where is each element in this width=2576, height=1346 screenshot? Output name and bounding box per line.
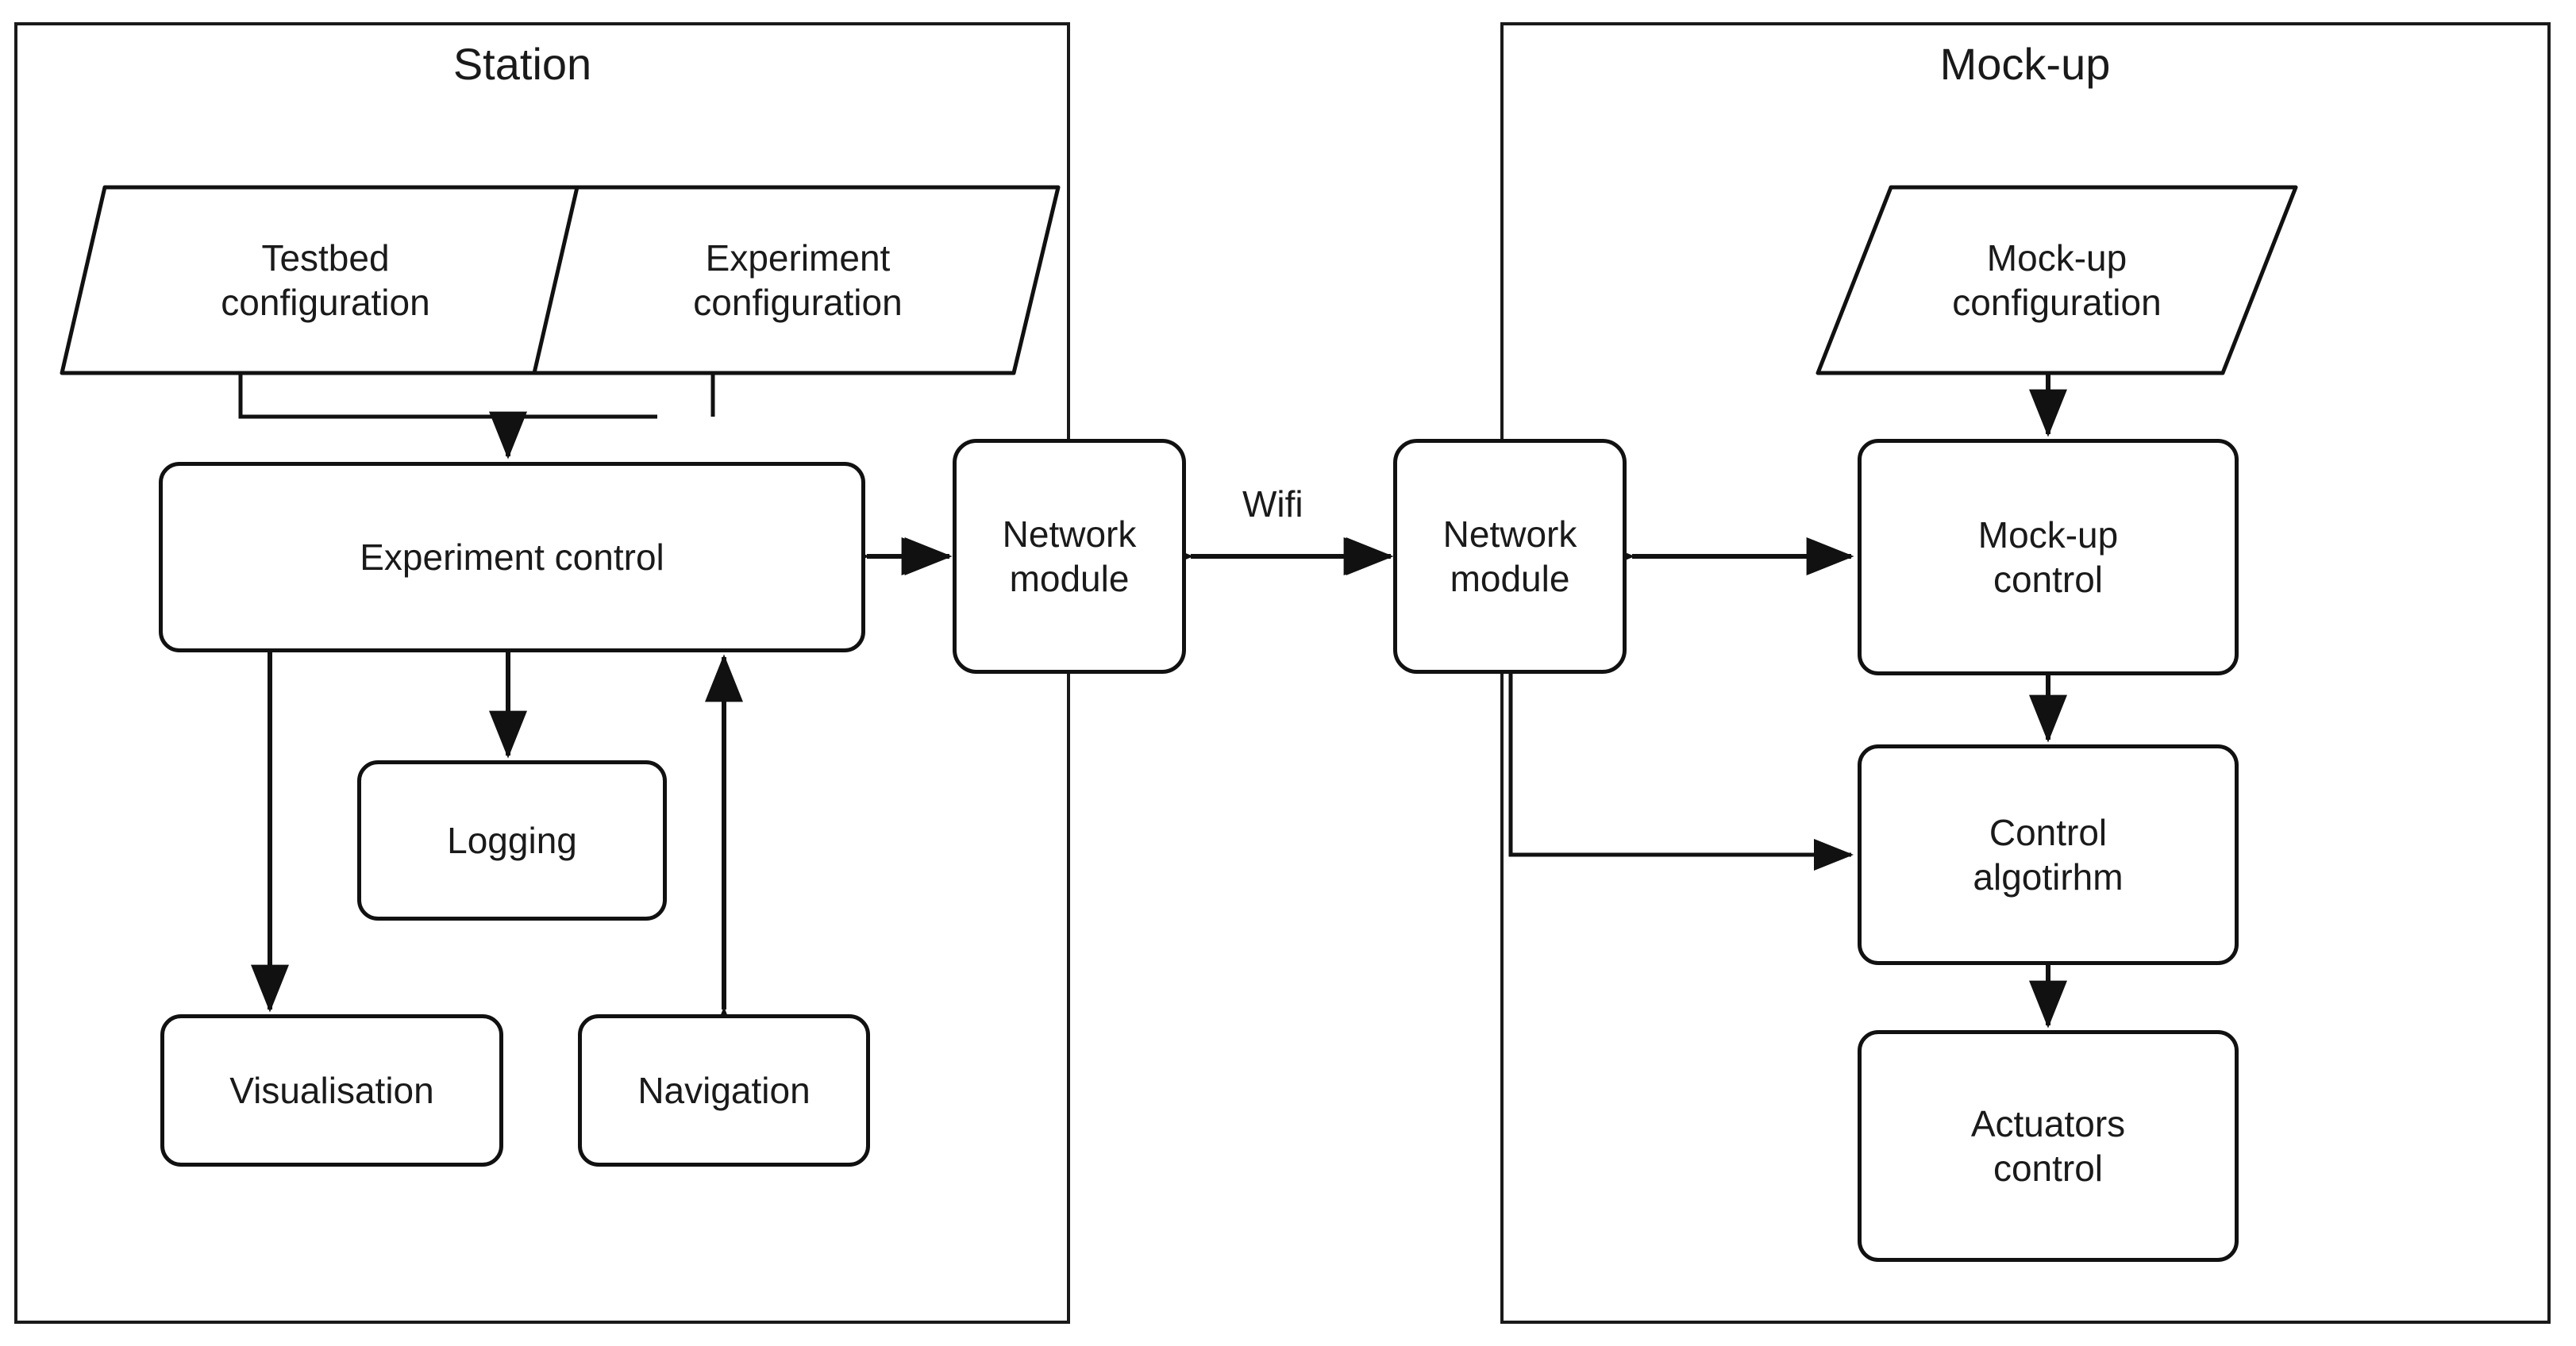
experiment-configuration-node[interactable]: Experiment configuration [528, 181, 1068, 379]
testbed-configuration-line1: Testbed [261, 237, 390, 279]
navigation-node[interactable]: Navigation [578, 1014, 870, 1167]
logging-label: Logging [447, 819, 577, 861]
mockup-panel-title: Mock-up [1939, 39, 2111, 89]
visualisation-node[interactable]: Visualisation [160, 1014, 503, 1167]
actuators-control-node[interactable]: Actuators control [1858, 1030, 2239, 1262]
experiment-control-label: Experiment control [360, 536, 664, 578]
station-panel-title: Station [452, 39, 592, 89]
navigation-label: Navigation [637, 1069, 811, 1111]
visualisation-label: Visualisation [229, 1069, 434, 1111]
network-module-mockup-node[interactable]: Network module [1393, 439, 1627, 674]
network-module-mockup-label: Network module [1442, 513, 1577, 599]
mockup-control-label: Mock-up control [1977, 513, 2119, 600]
mockup-configuration-node[interactable]: Mock-up configuration [1812, 181, 2302, 379]
network-module-station-label: Network module [1002, 513, 1137, 599]
mockup-configuration-line2: configuration [1952, 282, 2162, 323]
testbed-configuration-line2: configuration [221, 282, 430, 323]
experiment-control-node[interactable]: Experiment control [159, 462, 865, 652]
experiment-configuration-line2: configuration [693, 282, 903, 323]
experiment-configuration-line1: Experiment [705, 237, 891, 279]
parallelogram-shape [1816, 185, 2298, 375]
mockup-configuration-line1: Mock-up [1986, 237, 2127, 279]
logging-node[interactable]: Logging [357, 760, 667, 921]
control-algorithm-label: Control algotirhm [1973, 811, 2124, 898]
actuators-control-label: Actuators control [1970, 1102, 2126, 1189]
control-algorithm-node[interactable]: Control algotirhm [1858, 744, 2239, 965]
mockup-configuration-label: Mock-up configuration [1812, 181, 2302, 379]
network-module-station-node[interactable]: Network module [953, 439, 1186, 674]
testbed-configuration-label: Testbed configuration [56, 181, 595, 379]
experiment-configuration-label: Experiment configuration [528, 181, 1068, 379]
testbed-configuration-node[interactable]: Testbed configuration [56, 181, 595, 379]
parallelogram-shape [532, 185, 1061, 375]
wifi-link-label: Wifi [1242, 483, 1303, 525]
mockup-control-node[interactable]: Mock-up control [1858, 439, 2239, 675]
